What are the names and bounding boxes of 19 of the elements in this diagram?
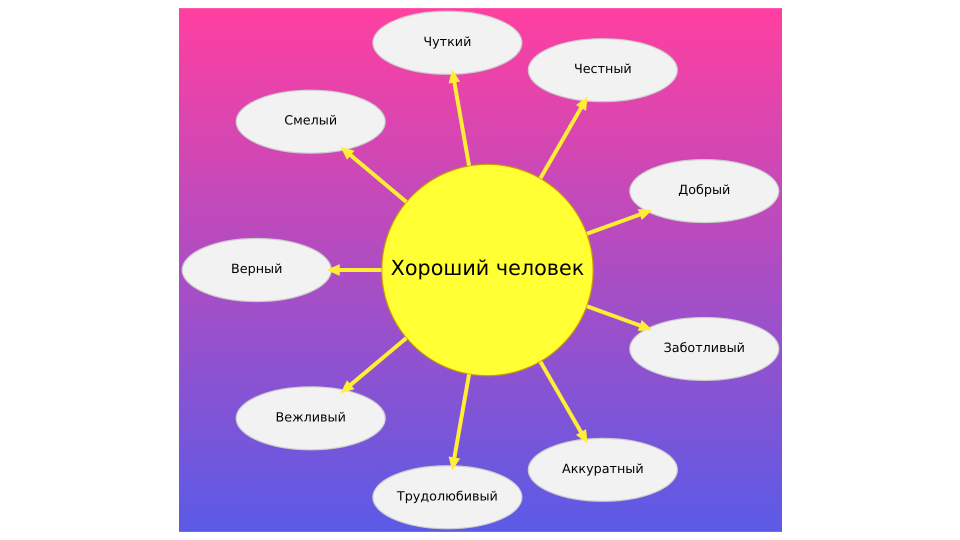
arrow (448, 69, 471, 166)
node-ellipse: Чуткий (372, 10, 522, 75)
arrow (340, 146, 408, 204)
arrow (538, 96, 588, 180)
node-ellipse: Заботливый (628, 316, 779, 381)
node-ellipse: Добрый (628, 159, 779, 224)
node-ellipse: Трудолюбивый (372, 465, 522, 530)
node-ellipse: Честный (527, 38, 678, 102)
arrow (586, 209, 652, 236)
node-ellipse: Вежливый (235, 386, 386, 450)
node-circle: Хороший человек (380, 164, 594, 376)
arrow (586, 304, 652, 331)
arrow (340, 336, 408, 394)
node-ellipse: Верный (181, 238, 332, 302)
node-ellipse: Аккуратный (527, 438, 678, 502)
arrow (448, 374, 471, 471)
arrow (538, 360, 588, 444)
node-ellipse: Смелый (235, 90, 386, 154)
arrow (326, 264, 382, 276)
